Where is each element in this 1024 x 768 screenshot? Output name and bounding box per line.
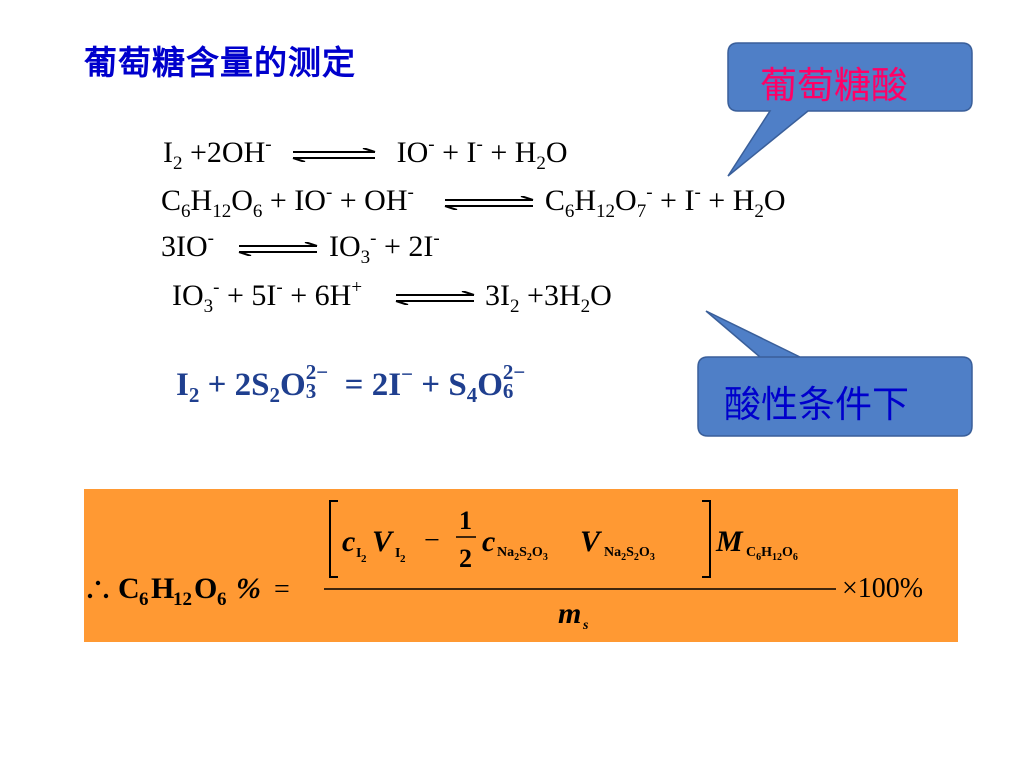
svg-text:O: O (194, 572, 217, 605)
svg-text:M: M (715, 525, 744, 558)
svg-text:C: C (118, 572, 140, 605)
svg-text:2: 2 (361, 553, 367, 565)
equation-1-right: IO- + I- + H2O (396, 134, 568, 174)
svg-text:Na2S2O3: Na2S2O3 (604, 545, 655, 563)
slide-title: 葡萄糖含量的测定 (84, 43, 356, 82)
svg-text:%: % (236, 572, 261, 605)
equilibrium-arrow (292, 148, 376, 163)
equation-3: 3IO- IO3- + 2I- (161, 228, 440, 268)
svg-text:12: 12 (173, 589, 192, 610)
equation-1: I2 +2OH- IO- + I- + H2O (163, 134, 568, 174)
equation-2: C6H12O6 + IO- + OH- C6H12O7- + I- + H2O (161, 182, 786, 222)
svg-text:c: c (342, 525, 355, 558)
equilibrium-arrow (445, 196, 534, 211)
callout-top-shape (727, 42, 973, 177)
callout-bottom-text: 酸性条件下 (724, 383, 909, 426)
svg-text:C6H12O6: C6H12O6 (746, 545, 798, 563)
svg-text:V: V (580, 525, 603, 558)
svg-text:s: s (582, 618, 589, 633)
equation-2-left: C6H12O6 + IO- + OH- (161, 182, 414, 222)
svg-text:V: V (372, 525, 395, 558)
svg-text:1: 1 (459, 506, 472, 535)
svg-text:H: H (151, 572, 174, 605)
svg-text:Na2S2O3: Na2S2O3 (497, 545, 548, 563)
svg-text:6: 6 (217, 589, 227, 610)
svg-text:−: − (424, 525, 440, 556)
equation-4-left: IO3- + 5I- + 6H+ (172, 277, 363, 317)
equilibrium-arrow (395, 291, 474, 306)
equation-3-left: 3IO- (161, 228, 214, 263)
equation-4-right: 3I2 +3H2O (485, 279, 612, 317)
svg-text:2: 2 (459, 544, 472, 573)
equation-3-right: IO3- + 2I- (328, 228, 440, 268)
svg-text:I: I (356, 546, 361, 561)
equation-1-left: I2 +2OH- (163, 134, 272, 174)
content-formula: C 6 H 12 O 6 % = c I 2 V I 2 − 1 2 c Na2… (87, 500, 923, 633)
equilibrium-arrow (239, 242, 318, 257)
equation-2-right: C6H12O7- + I- + H2O (544, 182, 786, 222)
callout-top-text: 葡萄糖酸 (760, 64, 908, 107)
equation-4: IO3- + 5I- + 6H+ 3I2 +3H2O (172, 277, 612, 317)
callout-bottom-shape (697, 310, 973, 437)
svg-text:×100%: ×100% (842, 573, 923, 604)
svg-text:6: 6 (139, 589, 149, 610)
therefore-sign (87, 580, 109, 599)
svg-text:=: = (274, 574, 290, 605)
svg-text:m: m (558, 597, 581, 630)
formula-box: C 6 H 12 O 6 % = c I 2 V I 2 − 1 2 c Na2… (84, 489, 958, 642)
svg-text:2: 2 (400, 553, 406, 565)
svg-text:c: c (482, 525, 495, 558)
svg-text:I: I (395, 546, 400, 561)
